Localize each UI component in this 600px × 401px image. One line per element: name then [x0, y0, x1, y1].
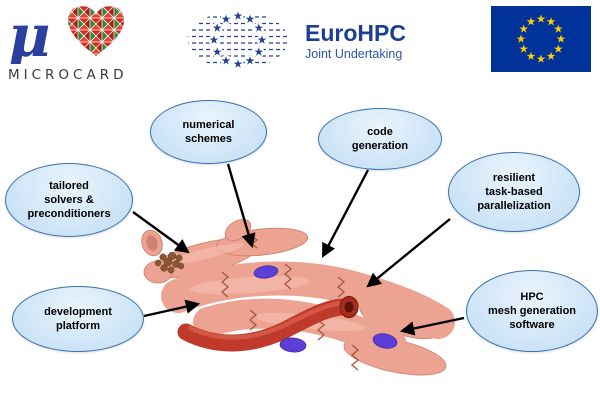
- arrow-code-generation: [321, 169, 370, 258]
- bubble-numerical-schemes: numerical schemes: [150, 100, 267, 164]
- arrows: [132, 163, 465, 336]
- arrow-hpc-mesh-generation: [399, 316, 465, 336]
- mu-glyph: μ: [8, 4, 50, 64]
- cell-cut-end: [141, 229, 163, 257]
- arrow-development-platform: [143, 299, 201, 318]
- eurohpc-star-ring: [208, 10, 268, 70]
- bubble-tailored-solvers: tailored solvers & preconditioners: [5, 163, 133, 237]
- bubble-resilient-parallelization: resilient task-based parallelization: [448, 152, 580, 232]
- cardiomyocyte-cells: [143, 218, 447, 376]
- cell-nuclei: [253, 265, 398, 353]
- mosaic-heart-icon: [68, 6, 124, 56]
- blood-vessel: [177, 295, 359, 352]
- arrow-tailored-solvers: [132, 211, 190, 254]
- cell-highlights: [166, 243, 365, 332]
- bubble-tailored-solvers-label: tailored solvers & preconditioners: [27, 179, 111, 221]
- eurohpc-logo: EuroHPC Joint Undertaking: [183, 6, 406, 76]
- arrow-numerical-schemes: [226, 163, 256, 249]
- microcard-brand-text: MICROCARD: [8, 67, 128, 83]
- bubble-development-platform-label: development platform: [44, 305, 112, 332]
- cell-bands: [161, 261, 455, 360]
- bubble-hpc-mesh-generation: HPC mesh generation software: [466, 270, 598, 352]
- bubble-resilient-parallelization-label: resilient task-based parallelization: [477, 171, 551, 213]
- eurohpc-name: EuroHPC: [305, 19, 406, 46]
- microcard-logo-art: μ: [8, 2, 124, 70]
- intercalated-discs: [220, 235, 360, 371]
- bubble-hpc-mesh-generation-label: HPC mesh generation software: [487, 290, 577, 332]
- bubble-code-generation: code generation: [318, 108, 442, 170]
- microcard-logo: μ MICROCARD: [8, 2, 146, 83]
- bubble-development-platform: development platform: [12, 286, 144, 352]
- arrow-resilient-parallelization: [366, 218, 451, 288]
- mitochondria-cluster-icon: [154, 251, 185, 274]
- bubble-numerical-schemes-label: numerical schemes: [182, 118, 235, 145]
- eurohpc-subtitle: Joint Undertaking: [305, 47, 403, 61]
- eu-flag-icon: [491, 6, 591, 72]
- cardiac-tissue-illustration: [141, 218, 455, 376]
- eurohpc-emblem-icon: [188, 10, 288, 70]
- bubble-code-generation-label: code generation: [351, 125, 409, 152]
